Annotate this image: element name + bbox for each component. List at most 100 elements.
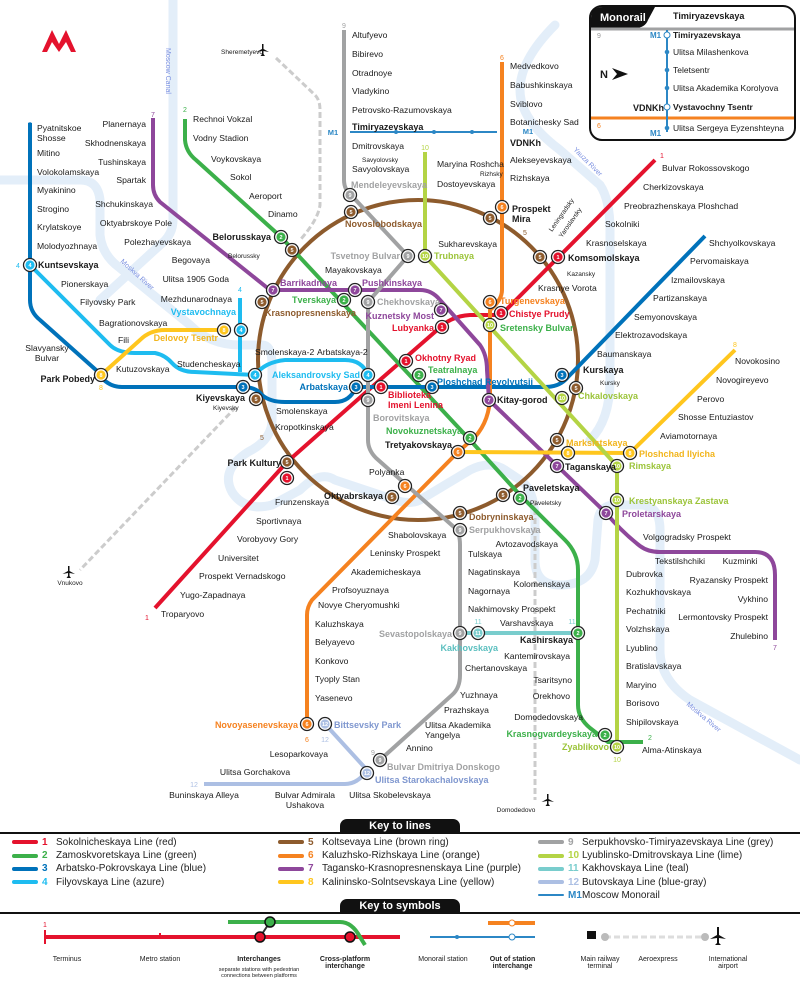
monorail-station[interactable] <box>470 130 474 134</box>
interchange-station-line-9[interactable]: 9 <box>372 752 388 768</box>
interchange-station-line-9[interactable]: 9 <box>342 187 358 203</box>
station-label-tyoply: Tyoply Stan <box>315 674 360 684</box>
interchange-station-line-6[interactable]: 6 <box>299 716 315 732</box>
symbol-monorail-station: Monorail station <box>418 956 468 963</box>
interchange-station-line-7[interactable]: 7 <box>598 505 614 521</box>
line-name: Kaluzhsko-Rizhskaya Line (orange) <box>322 850 480 862</box>
station-label-marksistskaya: Marksistskaya <box>566 438 629 448</box>
monorail-station[interactable] <box>432 130 436 134</box>
interchange-station-line-2[interactable]: 2 <box>336 292 352 308</box>
interchange-station-line-1[interactable]: 1 <box>434 319 450 335</box>
interchange-station-line-5[interactable]: 5 <box>248 391 264 407</box>
station-label-altufyevo: Altufyevo <box>352 30 388 40</box>
interchange-station-line-12[interactable]: 12 <box>317 716 333 732</box>
interchange-station-line-5[interactable]: 5 <box>568 380 584 396</box>
interchange-station-line-10[interactable]: 10 <box>482 317 498 333</box>
interchange-station-line-8[interactable]: 8 <box>560 445 576 461</box>
interchange-station-line-5[interactable]: 5 <box>279 454 295 470</box>
interchange-station-line-3[interactable]: 3 <box>348 379 364 395</box>
plane-icon <box>710 927 726 945</box>
interchange-station-line-1[interactable]: 1 <box>373 379 389 395</box>
station-label-studencheskaya: Studencheskaya <box>177 359 241 369</box>
interchange-station-line-2[interactable]: 2 <box>512 490 528 506</box>
interchange-station-line-3[interactable]: 3 <box>554 367 570 383</box>
interchange-station-line-10[interactable]: 10 <box>417 248 433 264</box>
interchange-station-line-5[interactable]: 5 <box>532 249 548 265</box>
interchange-station-line-3[interactable]: 3 <box>424 379 440 395</box>
interchange-station-line-9[interactable]: 9 <box>452 522 468 538</box>
interchange-station-line-12[interactable]: 12 <box>359 765 375 781</box>
line-5-ring[interactable] <box>256 198 580 522</box>
interchange-station-line-5[interactable]: 5 <box>495 487 511 503</box>
interchange-station-line-5[interactable]: 5 <box>343 204 359 220</box>
interchange-station-line-3[interactable]: 3 <box>235 379 251 395</box>
interchange-station-line-8[interactable]: 8 <box>622 445 638 461</box>
station-label-bagrationovskaya: Bagrationovskaya <box>99 318 168 328</box>
station-label-krylatskoye: Krylatskoye <box>37 222 82 232</box>
line-number-label: 5 <box>260 435 264 442</box>
interchange-station-line-6[interactable]: 6 <box>450 444 466 460</box>
interchange-station-line-8[interactable]: 8 <box>93 367 109 383</box>
interchange-station-line-10[interactable]: 10 <box>609 739 625 755</box>
station-label-vladykino: Vladykino <box>352 86 389 96</box>
interchange-station-line-5[interactable]: 5 <box>549 432 565 448</box>
monorail-station[interactable] <box>394 130 398 134</box>
inset-m1-top: M1 <box>650 31 662 40</box>
railway-terminal-label: Rizhsky <box>480 171 504 178</box>
line-2[interactable] <box>183 119 643 744</box>
interchange-station-line-2[interactable]: 2 <box>273 229 289 245</box>
interchange-station-line-4[interactable]: 4 <box>233 322 249 338</box>
interchange-station-line-6[interactable]: 6 <box>397 478 413 494</box>
interchange-station-line-10[interactable]: 10 <box>554 390 570 406</box>
station-label-perovo: Perovo <box>697 394 724 404</box>
airplane-icon <box>62 566 75 578</box>
interchange-station-line-2[interactable]: 2 <box>570 625 586 641</box>
station-label-volgogradsky: Volgogradsky Prospekt <box>643 532 732 542</box>
interchange-station-line-1[interactable]: 1 <box>279 470 295 486</box>
line-7[interactable] <box>151 118 777 640</box>
station-label-krestyanskaya: Krestyanskaya Zastava <box>629 496 730 506</box>
station-label-aviamotornaya: Aviamotornaya <box>660 431 717 441</box>
interchange-station-line-2[interactable]: 2 <box>462 430 478 446</box>
interchange-station-line-5[interactable]: 5 <box>284 242 300 258</box>
interchange-station-line-4[interactable]: 4 <box>360 367 376 383</box>
interchange-station-line-1[interactable]: 1 <box>550 249 566 265</box>
interchange-station-line-7[interactable]: 7 <box>481 392 497 408</box>
interchange-station-line-11[interactable]: 11 <box>470 625 486 641</box>
interchange-station-line-2[interactable]: 2 <box>411 367 427 383</box>
interchange-station-line-4[interactable]: 4 <box>22 257 38 273</box>
station-label-tushinskaya: Tushinskaya <box>98 157 146 167</box>
interchange-station-line-9[interactable]: 9 <box>360 392 376 408</box>
interchange-station-line-9[interactable]: 9 <box>452 625 468 641</box>
interchange-station-line-10[interactable]: 10 <box>609 492 625 508</box>
line-number: 5 <box>308 837 314 848</box>
interchange-station-line-5[interactable]: 5 <box>482 210 498 226</box>
line-6[interactable] <box>305 62 504 724</box>
station-label-pechatniki: Pechatniki <box>626 606 666 616</box>
interchange-line-number: 7 <box>487 398 490 404</box>
interchange-station-line-6[interactable]: 6 <box>494 199 510 215</box>
interchange-station-line-9[interactable]: 9 <box>400 248 416 264</box>
interchange-station-line-7[interactable]: 7 <box>433 302 449 318</box>
interchange-station-line-7[interactable]: 7 <box>265 282 281 298</box>
interchange-station-line-7[interactable]: 7 <box>549 458 565 474</box>
interchange-station-line-10[interactable]: 10 <box>609 458 625 474</box>
interchange-station-line-8[interactable]: 8 <box>216 322 232 338</box>
interchange-station-line-5[interactable]: 5 <box>384 489 400 505</box>
station-label-krasnoselskaya: Krasnoselskaya <box>586 238 647 248</box>
line-10[interactable] <box>423 152 619 745</box>
interchange-station-line-2[interactable]: 2 <box>597 727 613 743</box>
interchange-station-line-1[interactable]: 1 <box>493 305 509 321</box>
station-label-okhotny: Okhotny Ryad <box>415 353 476 363</box>
interchange-station-line-6[interactable]: 6 <box>482 294 498 310</box>
interchange-station-line-7[interactable]: 7 <box>347 282 363 298</box>
interchange-station-line-9[interactable]: 9 <box>360 294 376 310</box>
interchange-station-line-5[interactable]: 5 <box>254 294 270 310</box>
line-swatch <box>12 866 38 871</box>
interchange-station-line-5[interactable]: 5 <box>452 505 468 521</box>
interchange-station-line-1[interactable]: 1 <box>398 353 414 369</box>
railway-terminal-label: Kiyevsky <box>213 405 239 412</box>
interchange-station-line-4[interactable]: 4 <box>247 367 263 383</box>
station-label-oktyabrskaya: Oktyabrskaya <box>324 491 384 501</box>
